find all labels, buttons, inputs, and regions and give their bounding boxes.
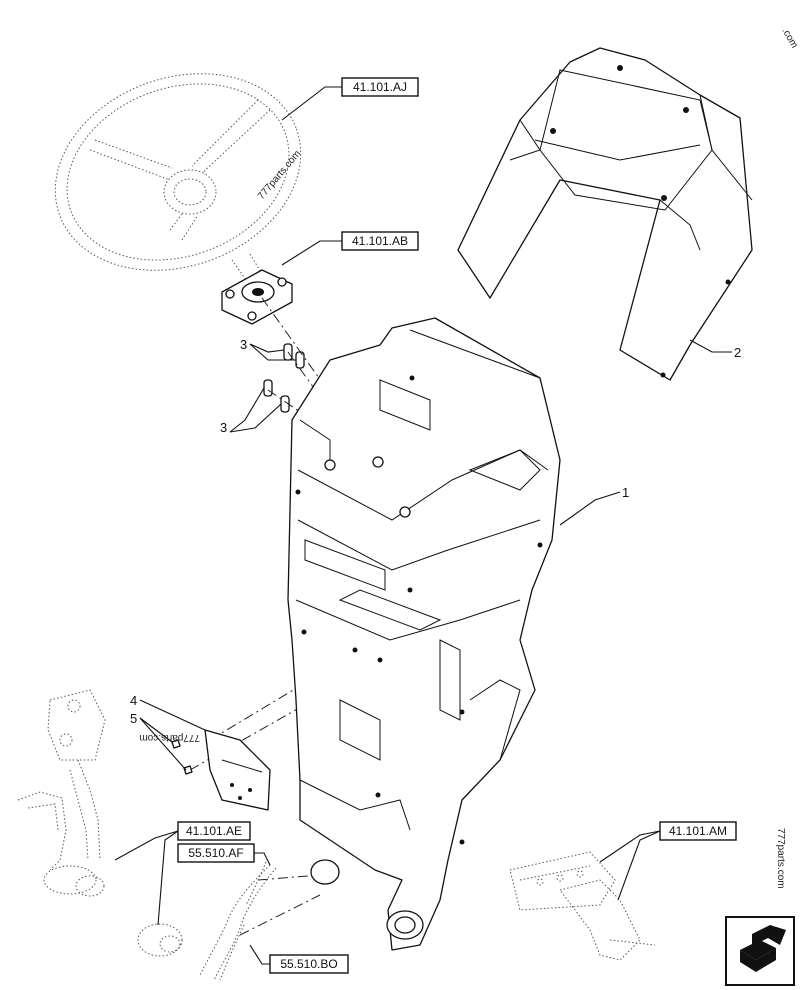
watermark-top-right: .com [779, 26, 799, 50]
ref-box-55-510-bo[interactable]: 55.510.BO [269, 954, 349, 974]
ref-label: 41.101.AE [186, 824, 242, 838]
ref-label: 55.510.BO [280, 957, 337, 971]
watermark-wheel: 777parts.com [256, 148, 303, 201]
callout-3-lower: 3 [220, 420, 227, 435]
pins [263, 343, 305, 413]
ref-label: 41.101.AJ [353, 80, 407, 94]
bracket-assembly [509, 851, 656, 961]
ref-box-55-510-af[interactable]: 55.510.AF [177, 843, 255, 863]
callout-5: 5 [130, 711, 137, 726]
steering-wheel [54, 73, 302, 281]
ref-box-41-101-ae[interactable]: 41.101.AE [177, 821, 251, 841]
ref-box-41-101-am[interactable]: 41.101.AM [659, 821, 737, 841]
ref-box-41-101-ab[interactable]: 41.101.AB [341, 231, 419, 251]
callout-1: 1 [622, 485, 629, 500]
steering-unit [221, 269, 293, 325]
next-page-arrow-icon[interactable] [725, 916, 795, 986]
callout-4: 4 [130, 693, 137, 708]
leader-lines [114, 86, 732, 965]
ref-label: 41.101.AM [669, 824, 727, 838]
dash-cover [457, 47, 753, 381]
callout-3-upper: 3 [240, 337, 247, 352]
steering-column-frame [287, 317, 561, 951]
screws [171, 739, 193, 775]
watermark-plate: 777parts.com [139, 732, 200, 743]
ref-label: 55.510.AF [188, 846, 243, 860]
watermark-side: 777parts.com [775, 828, 786, 889]
mounting-plate [204, 729, 271, 811]
ref-label: 41.101.AB [352, 234, 408, 248]
pedal-assembly [17, 689, 183, 957]
callout-2: 2 [734, 345, 741, 360]
wiring-harness [199, 861, 277, 981]
ref-box-41-101-aj[interactable]: 41.101.AJ [341, 77, 419, 97]
